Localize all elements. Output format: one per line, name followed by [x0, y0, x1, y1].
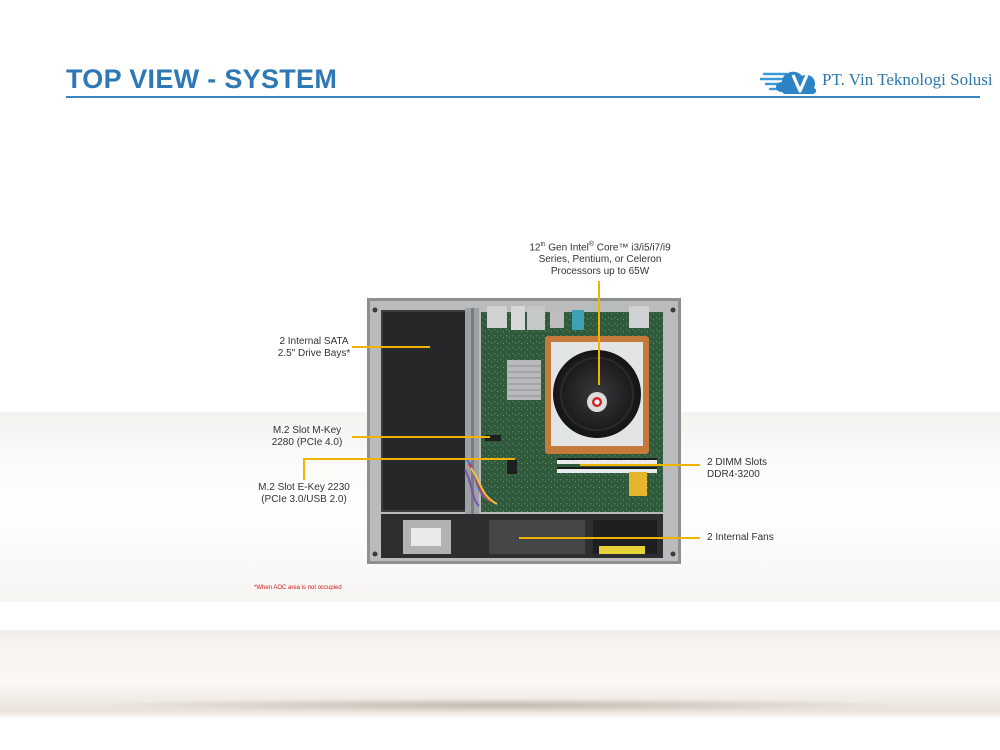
company-name: PT. Vin Teknologi Solusi — [822, 70, 993, 89]
cpu-callout-line3: Processors up to 65W — [550, 266, 650, 278]
m2-mkey-callout-line1: M.2 Slot M-Key — [272, 425, 342, 436]
cloud-v-logo-icon — [760, 71, 817, 94]
cpu-callout-line1: 12th Gen Intel® Core™ i3/i5/i7/i9 — [529, 241, 671, 254]
title-underline — [66, 96, 980, 98]
page-title: TOP VIEW - SYSTEM — [66, 64, 338, 94]
m2-ekey-callout-line1: M.2 Slot E-Key 2230 — [258, 482, 350, 493]
fans-callout: 2 Internal Fans — [707, 532, 817, 544]
dimm-callout-line1: 2 DIMM Slots — [707, 457, 768, 468]
background-shadow — [80, 698, 920, 712]
sata-callout: 2 Internal SATA 2.5" Drive Bays* — [254, 336, 374, 360]
m2-mkey-callout: M.2 Slot M-Key 2280 (PCIe 4.0) — [252, 425, 362, 449]
m2-mkey-callout-line2: 2280 (PCIe 4.0) — [271, 437, 343, 448]
cpu-callout: 12th Gen Intel® Core™ i3/i5/i7/i9 Series… — [510, 239, 690, 278]
sata-callout-line2: 2.5" Drive Bays* — [277, 348, 351, 359]
background-band-bottom — [0, 630, 1000, 750]
cpu-callout-line2: Series, Pentium, or Celeron — [538, 254, 662, 266]
m2-ekey-callout: M.2 Slot E-Key 2230 (PCIe 3.0/USB 2.0) — [244, 482, 364, 506]
m2-ekey-callout-line2: (PCIe 3.0/USB 2.0) — [261, 494, 347, 505]
dimm-callout-line2: DDR4-3200 — [707, 469, 760, 480]
fans-callout-line1: 2 Internal Fans — [707, 532, 774, 543]
dimm-callout: 2 DIMM Slots DDR4-3200 — [707, 457, 817, 481]
sata-callout-line1: 2 Internal SATA — [279, 336, 349, 347]
footnote: *When AOC area is not occupied — [254, 585, 342, 591]
system-top-view-illustration — [367, 298, 681, 564]
